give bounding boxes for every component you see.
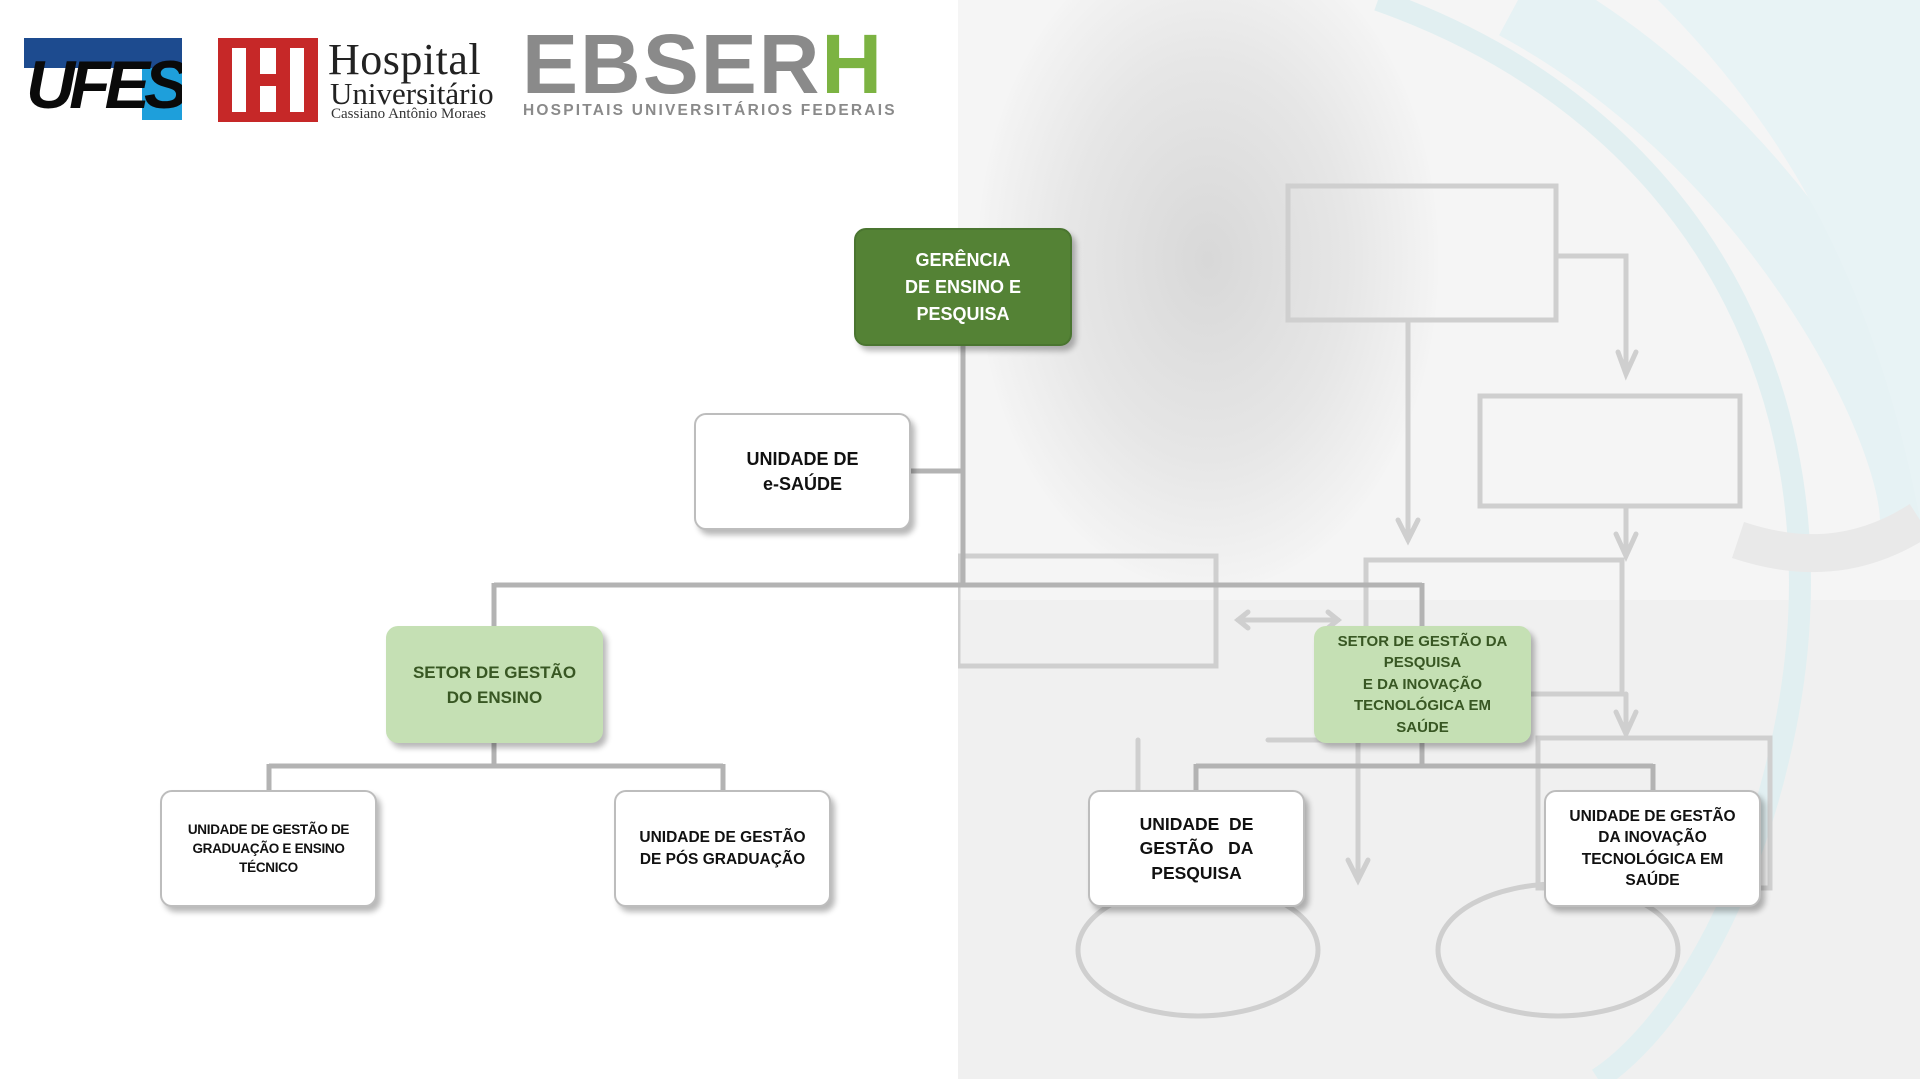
- hospital-universitario-logo: Hospital Universitário Cassiano Antônio …: [218, 35, 498, 124]
- hospital-logo-line1: Hospital: [328, 35, 482, 84]
- org-box-setor-gestao-pesquisa-inovacao: SETOR DE GESTÃO DA PESQUISA E DA INOVAÇÃ…: [1314, 626, 1531, 743]
- org-box-gerencia-ensino-pesquisa: GERÊNCIA DE ENSINO E PESQUISA: [854, 228, 1072, 346]
- org-box-unidade-pos-graduacao: UNIDADE DE GESTÃO DE PÓS GRADUAÇÃO: [614, 790, 831, 907]
- org-box-setor-gestao-ensino: SETOR DE GESTÃO DO ENSINO: [386, 626, 603, 743]
- ebserh-logo: EBSERH HOSPITAIS UNIVERSITÁRIOS FEDERAIS: [522, 22, 895, 124]
- hospital-logo-line3: Cassiano Antônio Moraes: [331, 106, 486, 122]
- org-box-unidade-gestao-pesquisa: UNIDADE DE GESTÃO DA PESQUISA: [1088, 790, 1305, 907]
- org-box-unidade-inovacao-tecnologica: UNIDADE DE GESTÃO DA INOVAÇÃO TECNOLÓGIC…: [1544, 790, 1761, 907]
- ebserh-logo-subtitle: HOSPITAIS UNIVERSITÁRIOS FEDERAIS: [523, 102, 897, 119]
- org-box-unidade-e-saude: UNIDADE DE e-SAÚDE: [694, 413, 911, 530]
- svg-text:UFES: UFES: [26, 47, 182, 120]
- org-box-unidade-graduacao-ensino-tecnico: UNIDADE DE GESTÃO DE GRADUAÇÃO E ENSINO …: [160, 790, 377, 907]
- ufes-logo: UFES: [24, 38, 195, 123]
- ebserh-logo-main: EBSER: [522, 17, 822, 111]
- ebserh-logo-accent: H: [821, 17, 885, 111]
- hospital-logo-line2: Universitário: [330, 76, 494, 111]
